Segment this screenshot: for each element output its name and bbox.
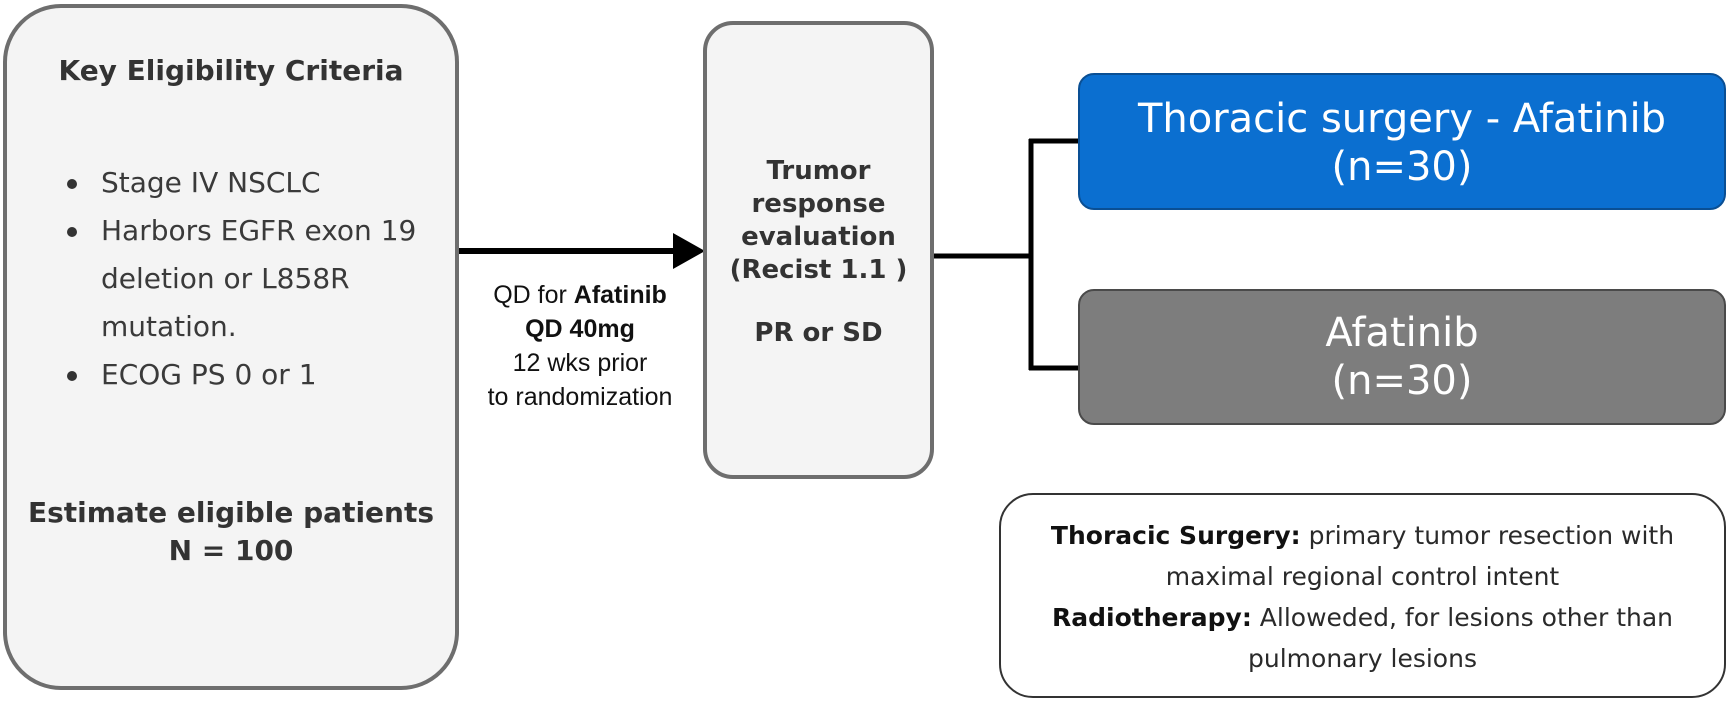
treatment-prefix: QD for bbox=[493, 281, 574, 309]
treatment-timing: to randomization bbox=[487, 383, 673, 411]
treatment-duration: 12 wks prior bbox=[512, 349, 648, 377]
criteria-item: Harbors EGFR exon 19 deletion or L858R m… bbox=[65, 207, 445, 351]
arm-afatinib: Afatinib (n=30) bbox=[1078, 289, 1726, 425]
radiotherapy-note-text: Alloweded, for lesions other than pulmon… bbox=[1248, 603, 1674, 673]
evaluation-text: Trumor response evaluation (Recist 1.1 ) bbox=[707, 155, 930, 287]
arm-label: Afatinib bbox=[1325, 310, 1479, 356]
criteria-list: Stage IV NSCLC Harbors EGFR exon 19 dele… bbox=[65, 159, 445, 399]
treatment-label: QD for Afatinib QD 40mg 12 wks prior to … bbox=[462, 278, 698, 414]
criteria-item: Stage IV NSCLC bbox=[65, 159, 445, 207]
treatment-dose: QD 40mg bbox=[525, 315, 635, 343]
evaluation-line: Trumor bbox=[766, 156, 871, 186]
arm-label: Thoracic surgery - Afatinib bbox=[1137, 96, 1667, 142]
response-evaluation-box: Trumor response evaluation (Recist 1.1 )… bbox=[703, 21, 934, 479]
estimate-label: Estimate eligible patients bbox=[27, 496, 435, 529]
evaluation-line: (Recist 1.1 ) bbox=[729, 255, 908, 285]
surgery-note: Thoracic Surgery: primary tumor resectio… bbox=[1001, 515, 1724, 597]
estimate-block: Estimate eligible patients N = 100 bbox=[7, 494, 455, 570]
treatment-drug-line: QD for Afatinib bbox=[462, 278, 698, 312]
evaluation-result: PR or SD bbox=[754, 318, 883, 348]
criteria-item: ECOG PS 0 or 1 bbox=[65, 351, 445, 399]
surgery-note-label: Thoracic Surgery: bbox=[1050, 521, 1301, 550]
evaluation-line: response bbox=[751, 189, 886, 219]
treatment-drug: Afatinib bbox=[573, 281, 667, 309]
arm-thoracic-surgery-afatinib: Thoracic surgery - Afatinib (n=30) bbox=[1078, 73, 1726, 210]
treatment-notes-box: Thoracic Surgery: primary tumor resectio… bbox=[999, 493, 1726, 698]
surgery-note-text: primary tumor resection with maximal reg… bbox=[1165, 521, 1675, 591]
arm-count: (n=30) bbox=[1331, 358, 1473, 404]
radiotherapy-note: Radiotherapy: Alloweded, for lesions oth… bbox=[1001, 597, 1724, 679]
radiotherapy-note-label: Radiotherapy: bbox=[1051, 603, 1252, 632]
estimate-value: N = 100 bbox=[168, 534, 294, 567]
eligibility-criteria-box: Key Eligibility Criteria Stage IV NSCLC … bbox=[3, 4, 459, 690]
treatment-arrowhead bbox=[673, 233, 705, 269]
evaluation-line: evaluation bbox=[741, 222, 896, 252]
eligibility-title: Key Eligibility Criteria bbox=[58, 54, 404, 87]
arm-count: (n=30) bbox=[1331, 144, 1473, 190]
